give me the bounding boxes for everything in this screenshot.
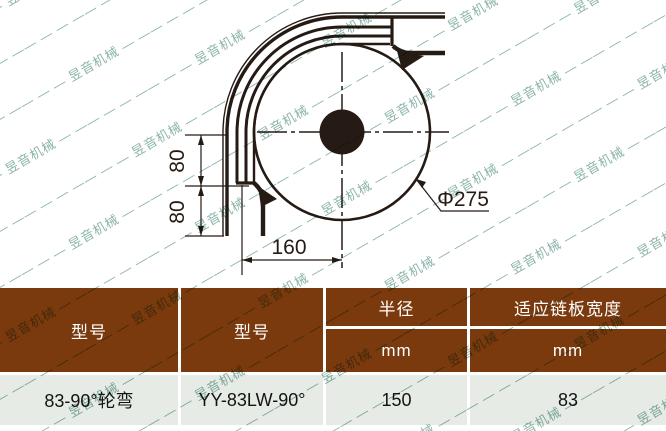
header-radius-unit: mm (326, 329, 470, 375)
header-chain-width-unit: mm (470, 329, 666, 375)
dimension-80 (185, 134, 249, 237)
dimension-160 (241, 185, 342, 275)
header-model-code: 型号 (181, 288, 326, 375)
dim-160-label: 160 (271, 236, 306, 259)
dim-diameter-label: Φ275 (437, 188, 489, 211)
cell-chain-width: 83 (470, 375, 666, 425)
diameter-leader (415, 178, 489, 212)
header-model-cn: 型号 (0, 288, 181, 375)
dim-80-top-label: 80 (166, 149, 189, 172)
bracket-top-right (391, 44, 445, 70)
technical-drawing: 80 80 160 Φ275 (166, 12, 489, 275)
cell-model-code: YY-83LW-90° (181, 375, 326, 425)
header-chain-width: 适应链板宽度 (470, 288, 666, 329)
table-row: 83-90°轮弯 YY-83LW-90° 150 83 (0, 375, 666, 425)
bracket-bottom-left (252, 181, 277, 236)
rail-arcs (222, 12, 445, 236)
cell-radius: 150 (326, 375, 470, 425)
cell-model-cn: 83-90°轮弯 (0, 375, 181, 425)
spec-table: 型号 型号 半径 适应链板宽度 mm mm 83-90°轮弯 YY-83LW-9… (0, 288, 666, 425)
hub (319, 109, 365, 155)
dim-80-bottom-label: 80 (166, 200, 189, 223)
header-radius: 半径 (326, 288, 470, 329)
